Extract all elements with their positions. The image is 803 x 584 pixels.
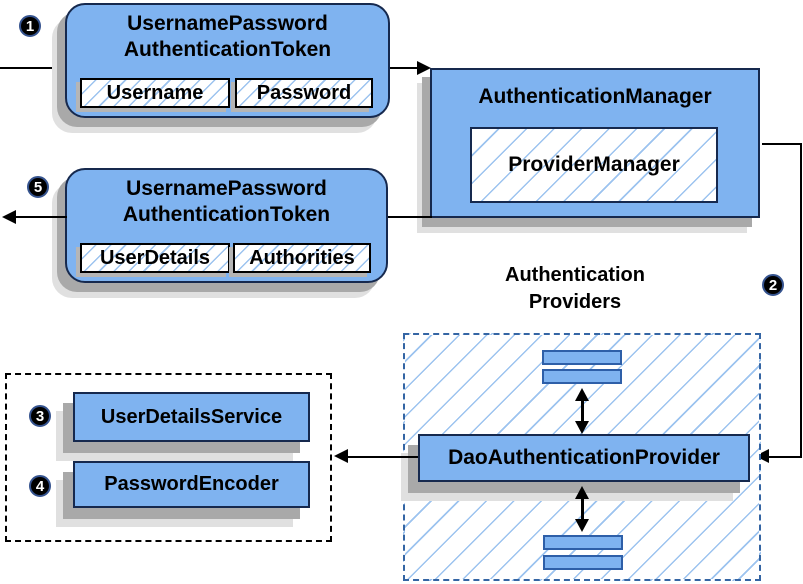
user-details-service-node: UserDetailsService: [73, 392, 310, 442]
password-field-box: Password: [235, 78, 373, 108]
authentication-manager-node: AuthenticationManager ProviderManager: [430, 68, 760, 218]
provider-manager-node: ProviderManager: [470, 127, 718, 203]
flow-line-step5-out: [14, 216, 67, 218]
badge-step-4: 4: [29, 475, 51, 497]
password-encoder-node: PasswordEncoder: [73, 461, 310, 508]
username-field-box: Username: [80, 78, 230, 108]
badge-step-2: 2: [762, 274, 784, 296]
badge-step-1: 1: [19, 15, 41, 37]
token-request-title: UsernamePassword AuthenticationToken: [67, 5, 388, 63]
arrow-left-icon: [2, 210, 16, 224]
double-arrow-icon: [574, 486, 590, 532]
dao-authentication-provider-node: DaoAuthenticationProvider: [418, 434, 750, 482]
flow-line-step2-vertical: [800, 143, 802, 458]
badge-step-3: 3: [29, 405, 51, 427]
flow-line-manager-to-result: [388, 216, 432, 218]
badge-step-5: 5: [27, 176, 49, 198]
token-result-title-line1: UsernamePassword: [126, 177, 327, 200]
authentication-manager-title: AuthenticationManager: [478, 85, 712, 108]
providers-heading-line1: Authentication: [505, 264, 645, 286]
provider-bar: [542, 350, 622, 365]
double-arrow-icon: [574, 388, 590, 434]
token-request-title-line2: AuthenticationToken: [123, 38, 332, 61]
provider-bar: [542, 369, 622, 384]
username-password-token-result-node: UsernamePassword AuthenticationToken Use…: [65, 168, 388, 283]
username-password-token-request-node: UsernamePassword AuthenticationToken Use…: [65, 3, 390, 118]
authorities-field-box: Authorities: [233, 243, 371, 273]
flow-line-step2-top: [762, 143, 802, 145]
flow-line-token-to-manager: [390, 67, 418, 69]
token-result-title: UsernamePassword AuthenticationToken: [67, 170, 386, 228]
flow-line-step1-in: [0, 67, 66, 69]
flow-line-dao-to-services: [347, 456, 418, 458]
flow-line-step2-bottom: [768, 456, 802, 458]
services-area: [5, 373, 332, 542]
userdetails-field-box: UserDetails: [80, 243, 230, 273]
token-result-fields: UserDetails Authorities: [80, 243, 371, 273]
authentication-providers-heading: Authentication Providers: [450, 262, 700, 316]
token-request-fields: Username Password: [80, 78, 373, 108]
token-request-title-line1: UsernamePassword: [127, 12, 328, 35]
provider-bar: [543, 535, 623, 550]
providers-heading-line2: Providers: [528, 291, 622, 313]
token-result-title-line2: AuthenticationToken: [122, 203, 331, 226]
arrow-left-icon: [334, 449, 348, 463]
provider-bar: [543, 555, 623, 570]
arrow-right-icon: [417, 61, 431, 75]
